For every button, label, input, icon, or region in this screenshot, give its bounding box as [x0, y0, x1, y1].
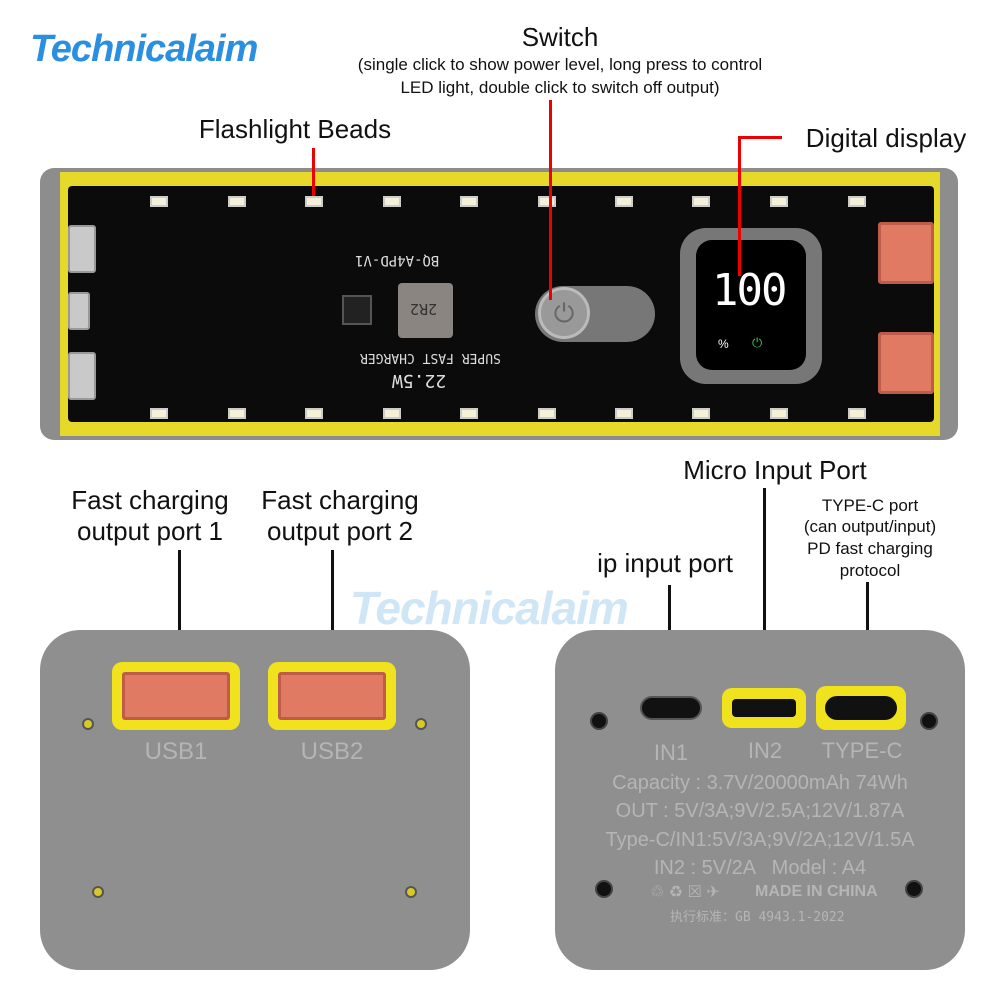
display-pointer — [738, 136, 741, 276]
fast2-label-2: output port 2 — [267, 516, 413, 546]
hole — [92, 886, 104, 898]
fast2-pointer — [331, 550, 334, 685]
flashlight-bead — [848, 196, 866, 207]
screw — [595, 880, 613, 898]
flashlight-bead — [460, 196, 478, 207]
inductor — [398, 283, 453, 338]
flashlight-bead — [383, 196, 401, 207]
inductor-label: 2R2 — [410, 300, 438, 318]
ip-port-label: ip input port — [597, 548, 733, 578]
flashlight-bead — [770, 196, 788, 207]
flashlight-bead — [305, 408, 323, 419]
hole — [82, 718, 94, 730]
usb2-label: USB2 — [300, 738, 364, 765]
in1-port[interactable] — [640, 696, 702, 720]
fast1-pointer — [178, 550, 181, 685]
spec-line: Type-C/IN1:5V/3A;9V/2A;12V/1.5A — [605, 829, 915, 851]
flashlight-bead — [848, 408, 866, 419]
flashlight-bead — [305, 196, 323, 207]
flashlight-pointer — [312, 148, 315, 196]
in2-label: IN2 — [747, 738, 783, 763]
usb1-port[interactable] — [122, 672, 230, 720]
typec-label: TYPE-C — [821, 738, 903, 763]
display-value: 100 — [712, 265, 787, 316]
flashlight-bead — [150, 196, 168, 207]
flashlight-bead — [770, 408, 788, 419]
usb1-label: USB1 — [144, 738, 208, 765]
made-in-label: MADE IN CHINA — [755, 883, 878, 900]
flashlight-bead — [383, 408, 401, 419]
flashlight-bead — [692, 196, 710, 207]
watermark: Technicalaim — [350, 582, 629, 634]
hole — [405, 886, 417, 898]
flashlight-bead — [692, 408, 710, 419]
spec-line: OUT : 5V/3A;9V/2.5A;12V/1.87A — [615, 800, 905, 822]
certification-icons: ♲ ♻ ☒ ✈ — [650, 884, 720, 901]
typec-label-4: protocol — [839, 561, 901, 580]
screw — [905, 880, 923, 898]
flashlight-bead — [538, 408, 556, 419]
hole — [415, 718, 427, 730]
fast1-label-1: Fast charging — [71, 485, 229, 515]
usb2-port[interactable] — [278, 672, 386, 720]
flashlight-bead — [538, 196, 556, 207]
switch-pointer — [549, 100, 552, 300]
screw — [920, 712, 938, 730]
flashlight-bead — [615, 408, 633, 419]
board-name: SUPER FAST CHARGER — [360, 350, 501, 365]
screw — [590, 712, 608, 730]
power-icon: ⏻ — [538, 287, 590, 339]
usb1-port-pcb — [878, 222, 934, 284]
digital-display-screen — [696, 240, 806, 370]
usb2-port-pcb — [878, 332, 934, 394]
flashlight-bead — [228, 196, 246, 207]
chip — [342, 295, 372, 325]
flashlight-bead — [460, 408, 478, 419]
board-power: 22.5W — [392, 370, 447, 391]
ip-port-pcb — [68, 352, 96, 400]
switch-title: Switch — [521, 22, 599, 52]
micro-port-pcb — [68, 292, 90, 330]
brand-logo: Technicalaim — [30, 28, 258, 70]
display-unit: % — [718, 337, 729, 351]
typec-port[interactable] — [825, 696, 897, 720]
fast2-label-1: Fast charging — [261, 485, 419, 515]
standard-label: 执行标准：GB 4943.1-2022 — [670, 910, 845, 925]
charging-icon: ⏻ — [752, 335, 763, 350]
typec-label-3: PD fast charging — [807, 539, 933, 558]
flashlight-label: Flashlight Beads — [198, 114, 392, 144]
spec-line: IN2 : 5V/2A Model : A4 — [653, 857, 867, 879]
spec-line: Capacity : 3.7V/20000mAh 74Wh — [612, 772, 908, 794]
micro-port-label: Micro Input Port — [683, 455, 867, 485]
flashlight-bead — [150, 408, 168, 419]
in2-port[interactable] — [732, 699, 796, 717]
fast1-label-2: output port 1 — [77, 516, 223, 546]
typec-label-1: TYPE-C port — [821, 496, 919, 515]
switch-desc-1: (single click to show power level, long … — [357, 55, 763, 74]
flashlight-bead — [228, 408, 246, 419]
board-id: BQ-A4PD-V1 — [355, 252, 440, 268]
display-pointer-h — [738, 136, 782, 139]
typec-port-pcb — [68, 225, 96, 273]
typec-label-2: (can output/input) — [803, 517, 937, 536]
left-end-cap — [40, 630, 470, 970]
micro-pointer — [763, 488, 766, 708]
flashlight-bead — [615, 196, 633, 207]
display-label: Digital display — [805, 123, 967, 153]
switch-desc-2: LED light, double click to switch off ou… — [400, 78, 720, 97]
in1-label: IN1 — [653, 740, 689, 765]
